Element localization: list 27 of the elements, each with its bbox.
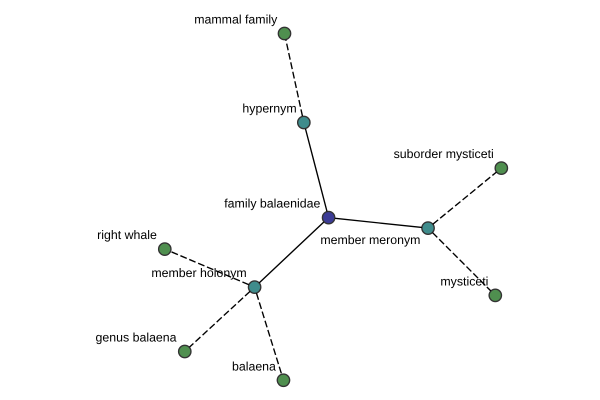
- node-circle: [277, 26, 291, 40]
- connector: [284, 40, 303, 116]
- node-circle: [321, 210, 335, 224]
- node-label: mysticeti: [440, 274, 488, 288]
- connector: [255, 293, 282, 374]
- node-label: balaena: [231, 359, 276, 374]
- node-label: right whale: [96, 228, 156, 242]
- node-label: mammal family: [194, 12, 277, 26]
- connector: [334, 218, 422, 228]
- node-circle: [276, 373, 290, 388]
- node-circle: [177, 344, 192, 358]
- node-circle: [247, 280, 261, 294]
- connector: [258, 222, 324, 284]
- node-label: family balaenidae: [224, 196, 320, 211]
- connector: [188, 290, 250, 348]
- node-circle: [296, 116, 310, 130]
- connector: [304, 128, 328, 212]
- node-circle: [494, 161, 508, 175]
- node-label: member meronym: [320, 233, 420, 248]
- node-circle: [488, 288, 502, 302]
- node-label: genus balaena: [95, 330, 176, 344]
- node-circle: [157, 242, 172, 256]
- node-label: hypernym: [242, 101, 296, 116]
- node-label: suborder mysticeti: [393, 147, 494, 162]
- connector: [431, 232, 491, 292]
- node-circle: [420, 221, 434, 235]
- connector: [432, 172, 496, 225]
